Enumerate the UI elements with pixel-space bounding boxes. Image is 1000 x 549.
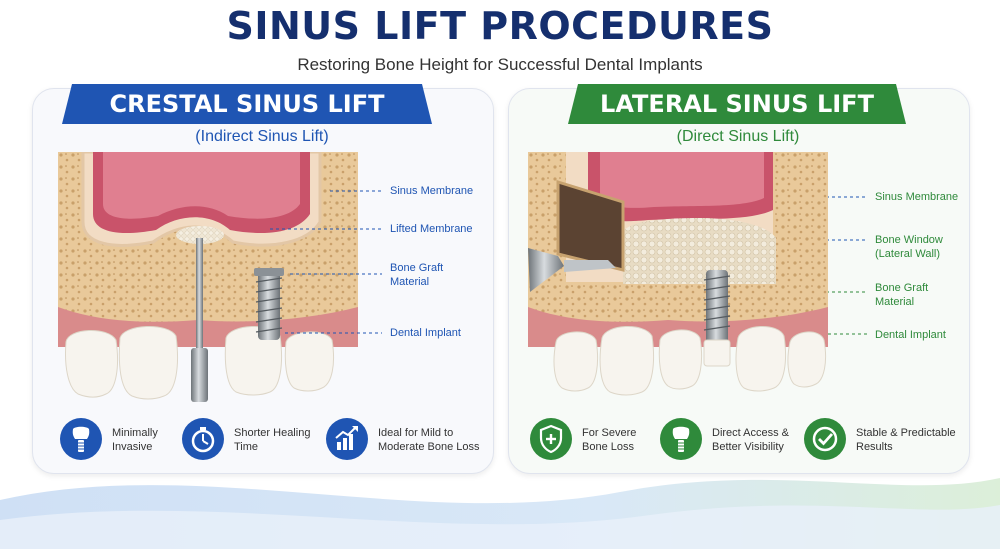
lateral-label-implant: Dental Implant [875, 329, 946, 341]
crestal-feature-1-line1: Minimally [112, 427, 158, 439]
crestal-heading: CRESTAL SINUS LIFT [109, 90, 385, 118]
crestal-feature-3-line2: Moderate Bone Loss [378, 441, 480, 453]
lateral-label-membrane: Sinus Membrane [875, 191, 959, 203]
lateral-label-window-1: Bone Window [875, 234, 943, 246]
lateral-feature-1-line2: Bone Loss [582, 441, 634, 453]
lateral-illustration [528, 152, 828, 396]
lateral-feature-3-line1: Stable & Predictable [856, 427, 956, 439]
crestal-label-graft-2: Material [390, 276, 430, 288]
page-subtitle: Restoring Bone Height for Successful Den… [297, 55, 703, 74]
crestal-illustration [58, 152, 358, 402]
lateral-label-graft-1: Bone Graft [875, 282, 929, 294]
tooth-implant-icon [660, 418, 702, 460]
crestal-feature-2-line2: Time [234, 441, 259, 453]
shield-plus-icon [530, 418, 572, 460]
crestal-feature-3: Ideal for Mild to Moderate Bone Loss [326, 418, 486, 462]
check-circle-icon [804, 418, 846, 460]
lateral-label-graft-2: Material [875, 296, 915, 308]
crestal-banner: CRESTAL SINUS LIFT [62, 84, 432, 124]
crestal-subheading: (Indirect Sinus Lift) [195, 128, 329, 145]
lateral-banner: LATERAL SINUS LIFT [568, 84, 906, 124]
lateral-label-window-2: (Lateral Wall) [875, 248, 940, 260]
stopwatch-icon [182, 418, 224, 460]
chart-up-icon [326, 418, 368, 460]
page-title: SINUS LIFT PROCEDURES [226, 4, 774, 48]
crestal-feature-3-line1: Ideal for Mild to [378, 427, 454, 439]
crestal-feature-2-line1: Shorter Healing [234, 427, 311, 439]
lateral-subheading: (Direct Sinus Lift) [676, 128, 800, 145]
lateral-feature-2-line1: Direct Access & [712, 427, 790, 439]
lateral-heading: LATERAL SINUS LIFT [600, 90, 874, 118]
tooth-implant-icon [60, 418, 102, 460]
crestal-feature-1-line2: Invasive [112, 441, 153, 453]
crestal-label-implant: Dental Implant [390, 327, 461, 339]
crestal-label-graft-1: Bone Graft [390, 262, 444, 274]
lateral-feature-1-line1: For Severe [582, 427, 637, 439]
crestal-label-membrane: Sinus Membrane [390, 185, 474, 197]
lateral-feature-3-line2: Results [856, 441, 893, 453]
lateral-feature-2-line2: Better Visibility [712, 441, 784, 453]
crestal-label-lifted: Lifted Membrane [390, 223, 473, 235]
lateral-feature-2: Direct Access & Better Visibility [660, 418, 800, 462]
